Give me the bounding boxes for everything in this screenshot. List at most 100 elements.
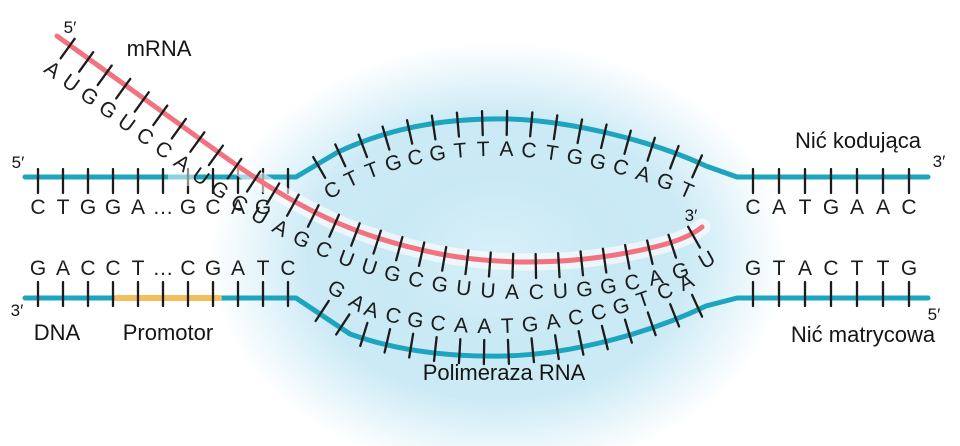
base-letter: G xyxy=(610,293,632,320)
base-pair-tick xyxy=(170,117,187,140)
label-rna-polymerase: Polimeraza RNA xyxy=(423,360,586,385)
base-letter: A xyxy=(772,196,786,219)
prime-mrna-5: 5′ xyxy=(64,18,77,37)
base-pair-tick xyxy=(96,64,113,87)
base-pair-tick xyxy=(381,125,391,151)
base-pair-tick xyxy=(556,252,561,279)
base-letter: C xyxy=(623,270,642,295)
base-pair-tick xyxy=(383,327,392,354)
base-letter: C xyxy=(406,267,426,293)
base-pair-tick xyxy=(59,37,76,60)
base-letter: G xyxy=(76,83,103,111)
base-pair-tick xyxy=(408,332,415,359)
base-letter: A xyxy=(798,257,812,280)
base-letter: C xyxy=(80,257,95,280)
base-letter: U xyxy=(358,254,379,281)
base-letter: U xyxy=(58,70,84,98)
base-pair-tick xyxy=(601,247,608,274)
base-pair-tick xyxy=(669,303,681,328)
base-letter: C xyxy=(180,257,195,280)
label-dna: DNA xyxy=(34,320,81,345)
base-pair-tick xyxy=(328,213,341,238)
base-pair-tick xyxy=(623,129,632,155)
base-pair-tick xyxy=(152,104,169,127)
base-letter: A xyxy=(453,314,468,338)
base-letter: C xyxy=(30,196,45,219)
base-letter: C xyxy=(132,123,158,151)
base-letter: G xyxy=(382,150,404,177)
base-pair-tick xyxy=(226,157,243,180)
base-pair-tick xyxy=(623,318,633,344)
base-letter: T xyxy=(851,257,864,280)
base-pair-tick xyxy=(579,250,585,277)
base-pair-tick xyxy=(189,131,206,153)
base-letter: … xyxy=(153,257,174,280)
base-letter: G xyxy=(80,196,96,219)
base-pair-tick xyxy=(599,123,608,150)
base-pair-tick xyxy=(576,118,584,145)
base-pair-tick xyxy=(314,299,330,323)
base-pair-tick xyxy=(133,91,150,113)
base-letter: G xyxy=(565,144,585,170)
base-pair-tick xyxy=(285,193,300,217)
base-letter: U xyxy=(113,110,139,138)
base-letter: A xyxy=(361,297,381,323)
base-letter: G xyxy=(587,149,608,175)
base-letter: U xyxy=(552,280,569,304)
base-letter: T xyxy=(453,139,468,163)
base-letter: C xyxy=(383,303,403,329)
base-letter: G xyxy=(205,257,221,280)
strand-fade xyxy=(168,168,194,186)
base-letter: U xyxy=(479,279,496,303)
base-pair-tick xyxy=(359,321,369,348)
base-pair-tick xyxy=(480,109,484,137)
base-pair-tick xyxy=(530,337,536,364)
base-letter: C xyxy=(520,139,537,163)
base-letter: A xyxy=(505,281,520,304)
base-pair-tick xyxy=(464,249,470,276)
base-letter: G xyxy=(382,261,404,287)
base-pair-tick xyxy=(245,170,262,193)
base-letter: C xyxy=(105,257,120,280)
base-letter: A xyxy=(131,196,145,219)
base-letter: … xyxy=(153,196,174,219)
base-pair-tick xyxy=(690,293,704,318)
base-pair-tick xyxy=(487,251,492,278)
base-letter: A xyxy=(499,138,513,161)
base-pair-tick xyxy=(350,222,361,247)
base-letter: G xyxy=(521,313,540,338)
base-letter: C xyxy=(610,155,631,181)
base-pair-tick xyxy=(623,243,631,270)
base-letter: T xyxy=(501,315,515,339)
base-letter: C xyxy=(405,145,425,171)
base-letter: A xyxy=(477,315,491,338)
base-pair-tick xyxy=(506,338,511,366)
base-letter: C xyxy=(588,300,608,326)
base-pair-tick xyxy=(115,77,132,100)
base-letter: T xyxy=(57,196,70,219)
base-pair-tick xyxy=(646,136,657,162)
base-pair-tick xyxy=(553,334,560,361)
prime-mrna-3: 3′ xyxy=(685,206,698,225)
base-letter: G xyxy=(575,277,594,302)
base-letter: G xyxy=(105,196,121,219)
base-letter: C xyxy=(529,281,545,304)
base-letter: G xyxy=(745,257,761,280)
base-letter: G xyxy=(30,257,46,280)
label-template-strand: Nić matrycowa xyxy=(791,322,936,347)
base-pair-tick xyxy=(417,241,426,268)
base-pair-tick xyxy=(265,182,281,206)
base-letter: T xyxy=(132,257,145,280)
base-pair-tick xyxy=(440,245,448,272)
label-promoter: Promotor xyxy=(123,320,213,345)
base-letter: C xyxy=(280,257,295,280)
base-letter: T xyxy=(544,141,560,166)
base-letter: T xyxy=(773,257,786,280)
base-letter: A xyxy=(544,310,561,335)
base-letter: U xyxy=(455,276,473,301)
base-letter: A xyxy=(231,257,245,280)
base-letter: A xyxy=(56,257,70,280)
